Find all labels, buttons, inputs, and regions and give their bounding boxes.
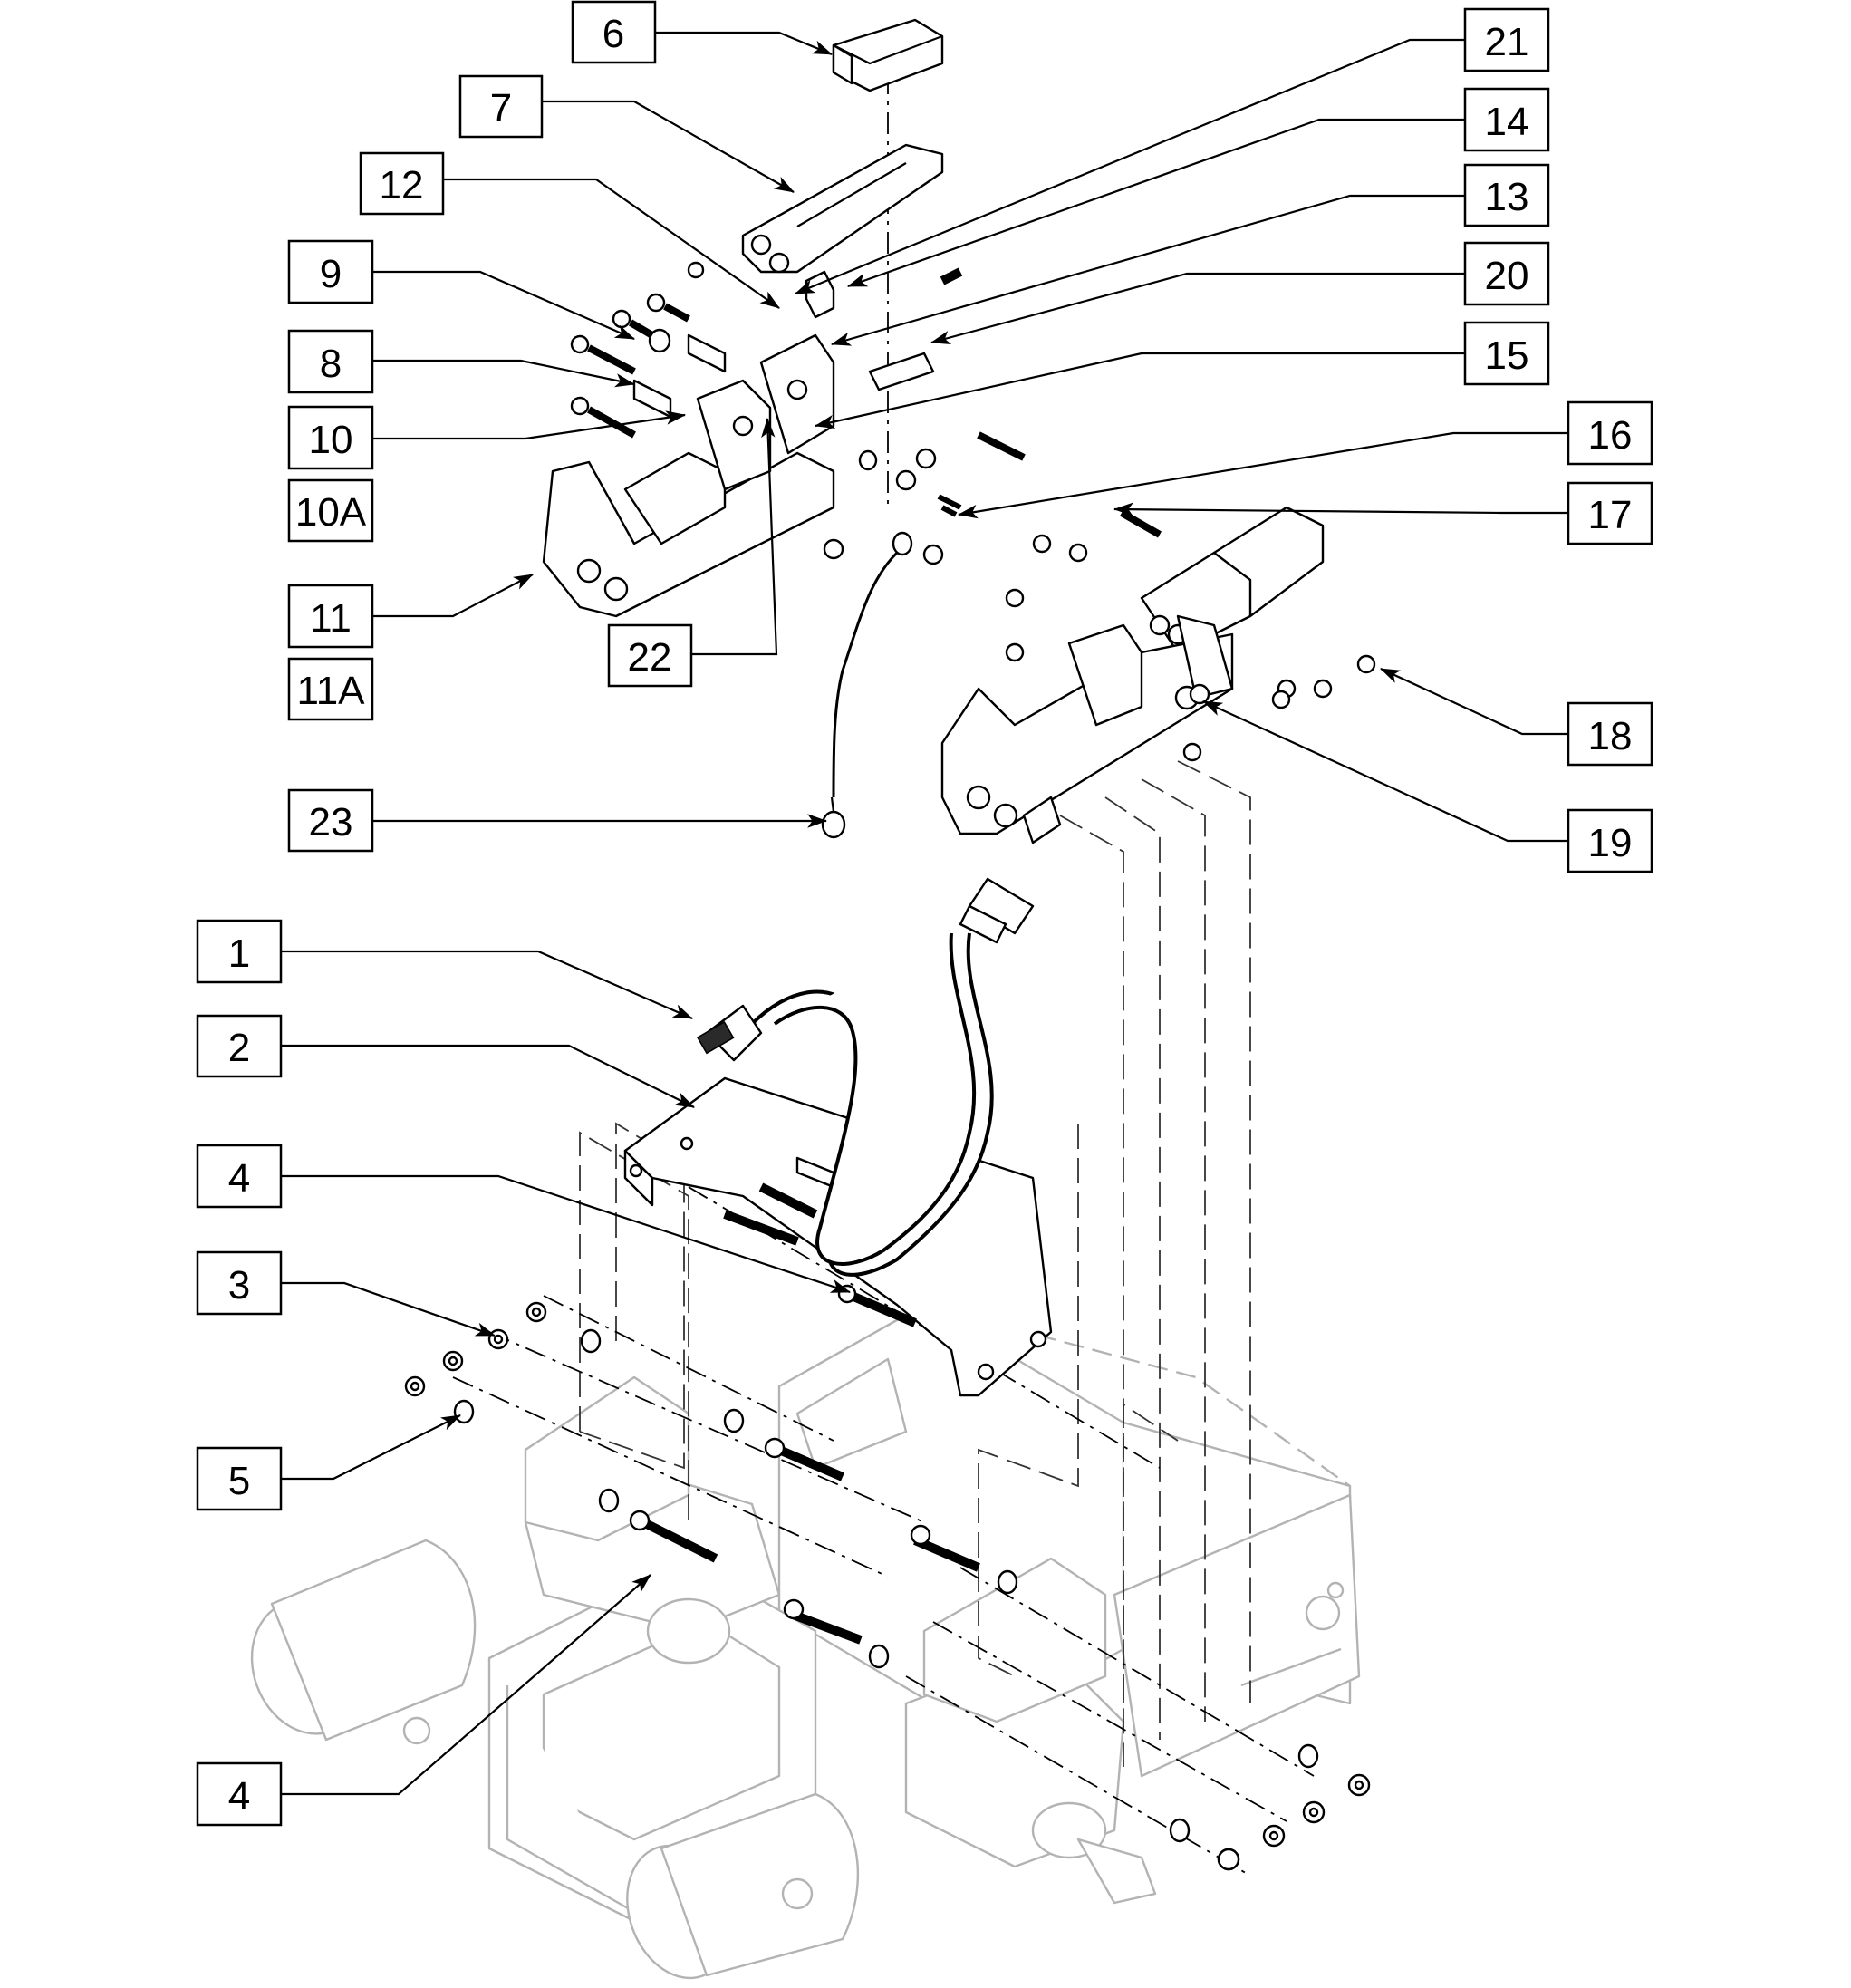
bolt-long-7 [783,1598,863,1645]
svg-text:12: 12 [380,163,424,207]
callout-1: 1 [196,919,283,984]
washer-6 [868,1644,890,1669]
ground-cable [821,531,913,839]
callout-14: 14 [1463,87,1550,152]
svg-text:14: 14 [1485,100,1529,144]
nut-3 [442,1350,464,1372]
svg-text:17: 17 [1588,493,1633,537]
nut-5 [1347,1773,1371,1797]
washer-1 [580,1328,602,1354]
right-arm [1140,506,1325,654]
nut-4 [404,1375,426,1397]
bolt-long-2 [758,1182,818,1219]
left-mount-assembly [542,18,1026,839]
svg-text:6: 6 [603,12,624,56]
svg-text:11A: 11A [296,669,365,713]
right-mount-assembly [940,506,1376,844]
callouts: 6 7 12 9 8 10 10A 11 11A 22 23 21 14 13 … [196,0,1653,1827]
callout-4-upper: 4 [196,1144,283,1209]
callout-21: 21 [1463,7,1550,72]
callout-13: 13 [1463,163,1550,227]
svg-text:16: 16 [1588,413,1633,458]
callout-19: 19 [1567,808,1653,873]
right-fasteners [1005,509,1376,762]
washer-5 [997,1569,1018,1595]
nut-6 [1302,1800,1326,1824]
callout-20: 20 [1463,241,1550,306]
bolt-long-1 [723,1210,799,1246]
svg-text:15: 15 [1485,333,1529,378]
assembly-center-lines [452,72,1315,1877]
nut-2 [525,1301,547,1323]
nut-1 [487,1328,509,1350]
bolt-long-5 [629,1510,718,1563]
callout-4-lower: 4 [196,1761,283,1827]
callout-15: 15 [1463,321,1550,386]
left-mount-plate [542,333,835,618]
svg-text:1: 1 [228,931,250,976]
callout-18: 18 [1567,701,1653,767]
svg-text:18: 18 [1588,714,1633,758]
svg-text:9: 9 [320,252,342,296]
washer-8 [1169,1818,1191,1843]
washer-4 [598,1488,620,1513]
callout-2: 2 [196,1014,283,1078]
svg-text:10A: 10A [295,490,367,535]
callout-6: 6 [571,0,657,64]
svg-text:7: 7 [490,86,512,130]
washer-2 [453,1399,475,1424]
svg-text:23: 23 [309,800,353,844]
left-bolts [570,261,727,439]
base-frame-ghost [250,1303,1361,1980]
svg-text:8: 8 [320,342,342,386]
arm-top [741,143,944,274]
svg-text:10: 10 [309,418,353,462]
callout-23: 23 [287,788,374,853]
nut-7 [1262,1824,1286,1848]
callout-10: 10 [287,405,374,470]
svg-text:11: 11 [310,596,352,641]
svg-text:4: 4 [228,1774,250,1819]
leader-lines [281,31,1568,1796]
washer-3 [723,1408,745,1433]
cable-harness [696,877,1035,1277]
callout-5: 5 [196,1446,283,1511]
right-mount-plate [940,614,1234,844]
callout-16: 16 [1567,400,1653,466]
callout-11: 11 [287,584,374,649]
bolt-long-6 [910,1524,980,1572]
callout-22: 22 [607,623,693,688]
svg-text:2: 2 [228,1026,250,1070]
callout-12: 12 [359,151,445,216]
svg-text:21: 21 [1485,20,1529,64]
svg-text:22: 22 [628,635,672,680]
callout-17: 17 [1567,481,1653,545]
svg-text:3: 3 [228,1263,250,1308]
callout-3: 3 [196,1250,283,1316]
svg-text:20: 20 [1485,254,1529,298]
callout-10a: 10A [287,478,374,543]
nut-9 [1217,1848,1240,1871]
callout-7: 7 [458,74,544,139]
svg-text:19: 19 [1588,821,1633,865]
cover-cap [832,18,944,92]
callout-8: 8 [287,329,374,394]
left-plate-fasteners [823,267,1026,565]
svg-text:4: 4 [228,1156,250,1201]
svg-text:13: 13 [1485,175,1529,219]
washer-7 [1297,1743,1319,1769]
callout-9: 9 [287,239,374,304]
svg-text:5: 5 [228,1459,250,1503]
callout-11a: 11A [287,657,374,721]
bolt-long-4 [764,1437,844,1481]
